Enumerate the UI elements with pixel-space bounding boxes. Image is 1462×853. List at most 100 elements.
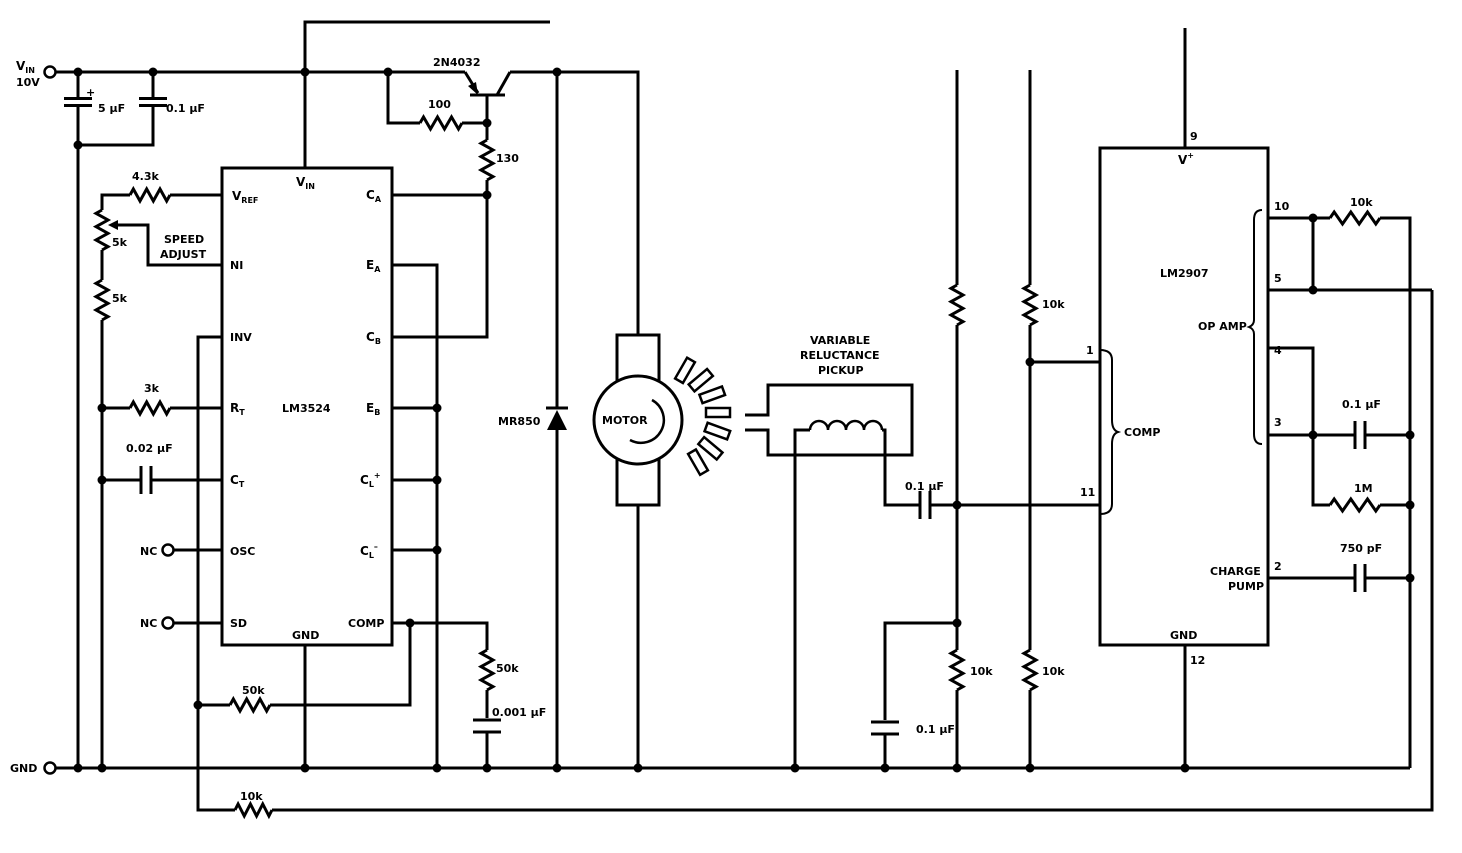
junction-dot [432,763,442,773]
coil-icon [808,419,884,431]
svg-text:3: 3 [1274,416,1282,429]
wire [303,20,550,72]
svg-text:COMP: COMP [348,617,384,630]
junction-dot [1405,500,1415,510]
comp-brace [1099,349,1122,515]
wire [392,263,439,768]
r130-label: 130 [496,152,519,165]
nc-osc-label: NC [140,545,157,558]
pot5k-label: 5k [112,236,128,249]
r10k-c-label: 10k [1042,665,1065,678]
motor-label: MOTOR [602,414,648,427]
lm3524-chip [220,166,394,647]
pickup-label-1: VARIABLE [810,334,870,347]
svg-text:INV: INV [230,331,252,344]
junction-dot [432,545,442,555]
c-div-label: 0.1 µF [916,723,955,736]
gear-tooth [704,406,732,419]
resistor [128,185,172,205]
junction-dot [97,403,107,413]
junction-dot [1025,763,1035,773]
junction-dot [1308,285,1318,295]
svg-text:CL–: CL– [360,542,378,560]
c001-label: 0.001 µF [492,706,546,719]
svg-text:CB: CB [366,330,381,346]
gear-tooth [702,421,732,442]
gear-tooth [686,367,715,394]
r3k-label: 3k [144,382,160,395]
terminal [43,761,57,775]
junction-dot [482,763,492,773]
svg-text:VREF: VREF [232,189,258,205]
svg-text:RT: RT [230,401,245,417]
junction-dot [1180,763,1190,773]
wire [883,621,957,720]
wire [392,621,489,650]
wire [510,70,640,335]
junction-dot [73,763,83,773]
junction-dot [148,67,158,77]
vin-value: 10V [16,76,40,89]
svg-text:CHARGE: CHARGE [1210,565,1261,578]
diode-label: MR850 [498,415,541,428]
svg-text:OP AMP: OP AMP [1198,320,1247,333]
nc-sd-label: NC [140,617,157,630]
svg-text:GND: GND [1170,629,1197,642]
svg-text:5: 5 [1274,272,1282,285]
svg-text:EB: EB [366,401,380,417]
svg-text:9: 9 [1190,130,1198,143]
junction-dot [952,763,962,773]
lm2907-pin-labels: LM2907 V+ GND COMP OP AMP CHARGE PUMP 9 … [1080,130,1290,667]
junction-dot [633,763,643,773]
wire [386,72,420,125]
junction-dot [73,67,83,77]
q1-label: 2N4032 [433,56,480,69]
r10k-fb-label: 10k [240,790,263,803]
resistor [477,138,497,182]
gear-tooth [697,384,727,405]
r10k-b-label: 10k [1042,298,1065,311]
speed-adjust-label-2: ADJUST [160,248,207,261]
components [43,65,1415,820]
junction-dot [193,700,203,710]
resistor [92,278,112,322]
svg-text:10: 10 [1274,200,1290,213]
c750-label: 750 pF [1340,542,1382,555]
svg-text:V+: V+ [1178,151,1194,167]
gear-tooth [696,435,725,462]
svg-text:2: 2 [1274,560,1282,573]
svg-text:VIN: VIN [296,175,315,191]
junction-dot [552,763,562,773]
junction-dot [880,763,890,773]
gear-tooth [686,447,710,477]
resistor [233,800,274,820]
wire [1380,216,1412,768]
junction-dot [1308,213,1318,223]
c2-label: 0.1 µF [166,102,205,115]
junction-dot [952,500,962,510]
junction-dot [1405,573,1415,583]
lm3524-pin-labels: VREF VIN NI INV RT CT OSC SD GND COMP CA… [230,175,384,642]
r43k-label: 4.3k [132,170,159,183]
pickup-label-2: RELUCTANCE [800,349,880,362]
resistor [1020,283,1040,327]
wires [50,20,1434,812]
wire [793,428,810,768]
wire [100,193,130,210]
junction-dot [482,118,492,128]
junction-dot [432,475,442,485]
junction-dot [405,618,415,628]
svg-text:OSC: OSC [230,545,255,558]
resistor [947,283,967,327]
svg-text:4: 4 [1274,344,1282,357]
r1m-label: 1M [1354,482,1373,495]
junction-dot [383,67,393,77]
svg-text:EA: EA [366,258,381,274]
svg-text:CL+: CL+ [360,471,381,489]
resistor [1020,648,1040,692]
junction-dot [97,475,107,485]
junction-dot [952,618,962,628]
resistor [128,398,172,418]
svg-text:SD: SD [230,617,247,630]
